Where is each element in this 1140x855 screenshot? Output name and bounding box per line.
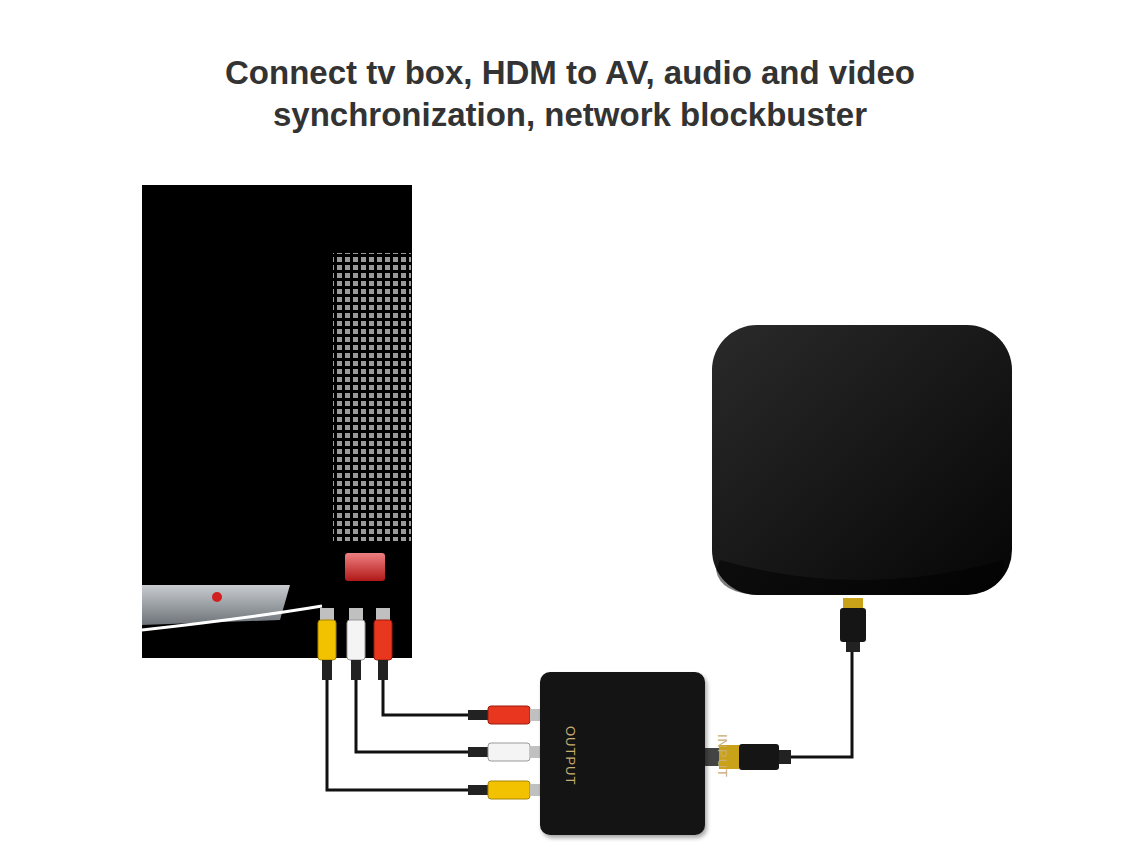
tv-set <box>142 185 412 658</box>
rca-plugs-converter <box>468 706 542 799</box>
converter-box: OUTPUTINPUT <box>540 672 705 835</box>
port-label: INPUT <box>715 734 730 778</box>
port-label: OUTPUT <box>563 726 578 785</box>
rca-cables <box>327 680 470 790</box>
tv-box <box>712 325 1012 595</box>
rca-plugs-tv <box>318 608 392 680</box>
title: Connect tv box, HDM to AV, audio and vid… <box>170 52 970 136</box>
